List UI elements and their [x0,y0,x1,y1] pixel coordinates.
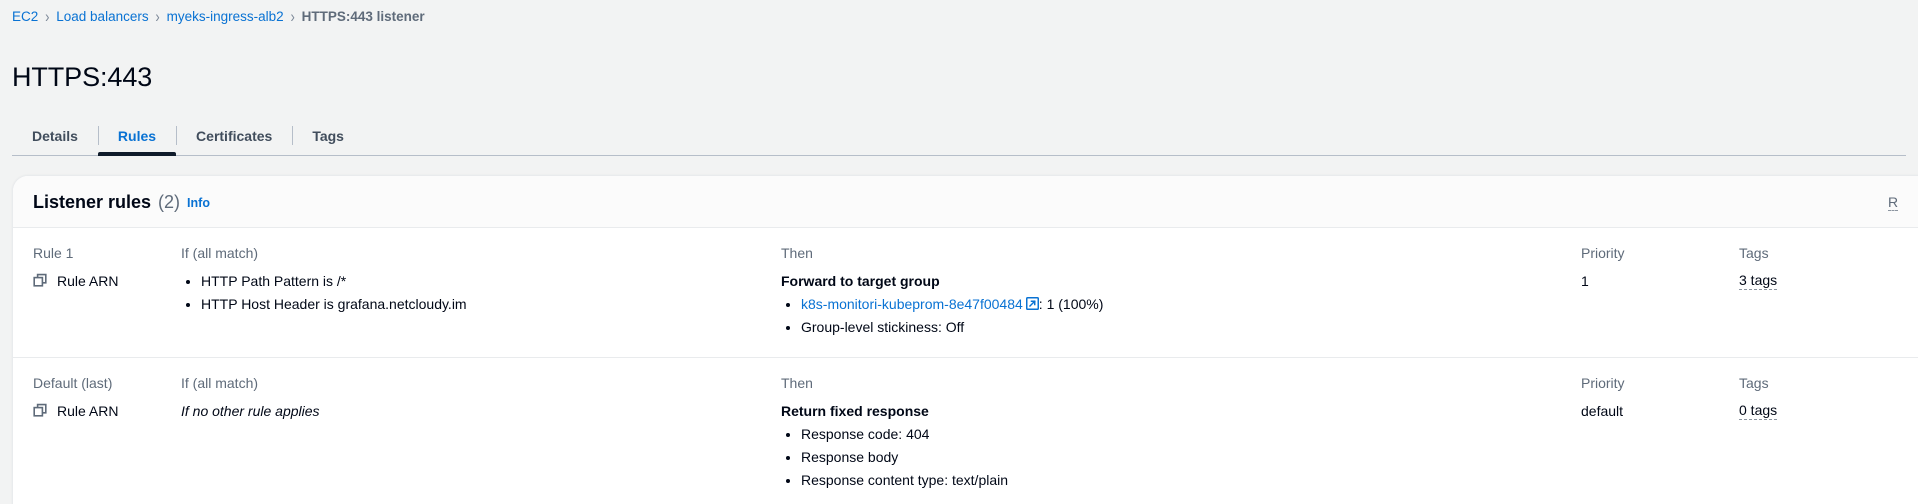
tags-column-label: Tags [1739,245,1769,262]
condition-list: HTTP Path Pattern is /* HTTP Host Header… [181,272,781,314]
tab-bar: Details Rules Certificates Tags [0,116,1918,157]
rule-arn-label: Rule ARN [57,403,119,420]
rule-name: Rule 1 [33,245,74,262]
table-row: Rule 1 Rule ARN If (all match) HTTP Path… [13,227,1918,357]
list-item: k8s-monitori-kubeprom-8e47f00484 : 1 (100… [801,295,1561,314]
tab-details-label: Details [32,127,78,144]
list-item: Response content type: text/plain [801,471,1561,490]
target-group-weight: : 1 (100%) [1038,296,1104,313]
rule-identity-cell: Default (last) Rule ARN [13,374,181,490]
header-right-action[interactable]: R [1888,194,1898,212]
if-column-label: If (all match) [181,375,259,392]
list-item: Response body [801,448,1561,467]
rule-identity-cell: Rule 1 Rule ARN [13,244,181,337]
list-item: HTTP Path Pattern is /* [201,272,781,291]
priority-column-label: Priority [1581,375,1625,392]
rule-priority-cell: Priority default [1581,374,1739,490]
breadcrumb-separator-icon: › [290,7,295,26]
list-item: Response code: 404 [801,425,1561,444]
rule-priority-cell: Priority 1 [1581,244,1739,337]
then-column-label: Then [781,375,813,392]
breadcrumb-item-load-balancer-name[interactable]: myeks-ingress-alb2 [166,9,284,24]
breadcrumb: EC2 › Load balancers › myeks-ingress-alb… [0,0,1918,28]
page-title: HTTPS:443 [12,62,153,93]
tab-details[interactable]: Details [12,116,98,155]
default-condition-note: If no other rule applies [181,403,320,420]
action-list: k8s-monitori-kubeprom-8e47f00484 : 1 (100… [781,295,1561,337]
tab-tags-label: Tags [312,127,344,144]
rule-arn-row: Rule ARN [33,272,181,290]
tab-tags[interactable]: Tags [292,116,364,155]
priority-value: default [1581,403,1624,420]
priority-column-label: Priority [1581,245,1625,262]
rule-arn-row: Rule ARN [33,402,181,420]
target-group-link[interactable]: k8s-monitori-kubeprom-8e47f00484 [801,296,1023,313]
rule-actions-cell: Then Return fixed response Response code… [781,374,1581,490]
action-list: Response code: 404 Response body Respons… [781,425,1561,490]
rule-actions-cell: Then Forward to target group k8s-monitor… [781,244,1581,337]
rule-conditions-cell: If (all match) HTTP Path Pattern is /* H… [181,244,781,337]
rule-name: Default (last) [33,375,113,392]
copy-icon[interactable] [33,273,49,289]
then-column-label: Then [781,245,813,262]
copy-icon[interactable] [33,403,49,419]
breadcrumb-separator-icon: › [155,7,160,26]
tab-rules-label: Rules [117,127,157,144]
action-title: Forward to target group [781,273,940,290]
action-title: Return fixed response [781,403,929,420]
rule-arn-label: Rule ARN [57,273,119,290]
rule-conditions-cell: If (all match) If no other rule applies [181,374,781,490]
list-item: HTTP Host Header is grafana.netcloudy.im [201,295,781,314]
tags-value[interactable]: 3 tags [1739,272,1778,291]
tags-column-label: Tags [1739,375,1769,392]
breadcrumb-item-current: HTTPS:443 listener [301,9,425,24]
listener-rules-card: Listener rules (2) Info R Rule 1 Rule AR… [12,175,1918,504]
breadcrumb-separator-icon: › [45,7,50,26]
breadcrumb-item-ec2[interactable]: EC2 [12,9,39,24]
card-title: Listener rules [33,192,152,213]
rule-tags-cell: Tags 3 tags [1739,244,1869,337]
list-item: Group-level stickiness: Off [801,318,1561,337]
rule-tags-cell: Tags 0 tags [1739,374,1869,490]
external-link-icon[interactable] [1025,296,1039,311]
tab-certificates[interactable]: Certificates [176,116,292,155]
card-title-group: Listener rules (2) Info [33,192,210,213]
if-column-label: If (all match) [181,245,259,262]
card-header: Listener rules (2) Info R [13,176,1918,228]
tab-rules[interactable]: Rules [97,116,177,157]
tab-certificates-label: Certificates [196,127,273,144]
card-count: (2) [158,192,181,213]
table-row: Default (last) Rule ARN If (all match) I… [13,357,1918,504]
breadcrumb-item-load-balancers[interactable]: Load balancers [56,9,149,24]
tags-value[interactable]: 0 tags [1739,402,1778,421]
priority-value: 1 [1581,273,1589,290]
info-link[interactable]: Info [187,196,210,211]
